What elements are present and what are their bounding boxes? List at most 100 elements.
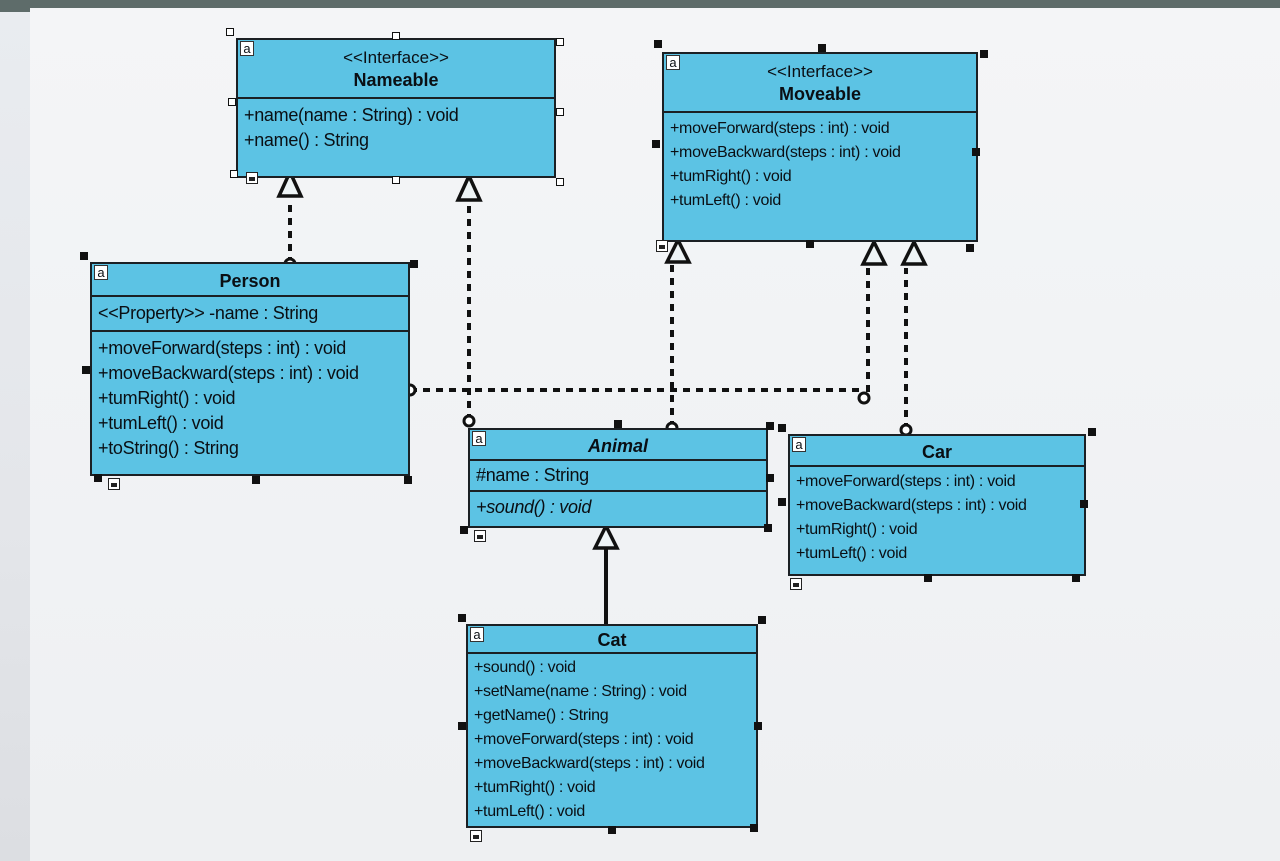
- resize-handle[interactable]: [614, 420, 622, 428]
- class-header: a Animal: [470, 430, 766, 459]
- resize-handle[interactable]: [392, 176, 400, 184]
- resize-handle[interactable]: [924, 574, 932, 582]
- resize-handle[interactable]: [1080, 500, 1088, 508]
- class-name: Person: [219, 271, 281, 291]
- resize-handle[interactable]: [818, 44, 826, 52]
- resize-handle[interactable]: [608, 826, 616, 834]
- operation-row: +moveForward(steps : int) : void: [474, 731, 694, 748]
- note-icon[interactable]: [474, 530, 486, 542]
- resize-handle[interactable]: [764, 524, 772, 532]
- resize-handle[interactable]: [410, 260, 418, 268]
- resize-handle[interactable]: [80, 252, 88, 260]
- operations-section: +name(name : String) : void +name() : St…: [238, 97, 554, 157]
- operation-row: +sound() : void: [474, 659, 576, 676]
- note-icon[interactable]: [108, 478, 120, 490]
- resize-handle[interactable]: [230, 170, 238, 178]
- resize-handle[interactable]: [966, 244, 974, 252]
- resize-handle[interactable]: [778, 424, 786, 432]
- resize-handle[interactable]: [226, 28, 234, 36]
- port-person-moveable: [857, 391, 871, 405]
- class-name: Nameable: [353, 70, 439, 90]
- class-header: a Cat: [468, 626, 756, 652]
- resize-handle[interactable]: [94, 474, 102, 482]
- resize-handle[interactable]: [252, 476, 260, 484]
- resize-handle[interactable]: [972, 148, 980, 156]
- operation-row: +toString() : String: [98, 438, 239, 458]
- class-name: Moveable: [778, 84, 862, 104]
- class-name: Cat: [597, 630, 627, 650]
- resize-handle[interactable]: [766, 474, 774, 482]
- stereotype: <<Interface>>: [343, 48, 449, 67]
- triangle-animal-moveable: [664, 236, 692, 264]
- resize-handle[interactable]: [750, 824, 758, 832]
- resize-handle[interactable]: [458, 722, 466, 730]
- resize-handle[interactable]: [556, 108, 564, 116]
- operations-section: +sound() : void: [470, 490, 766, 524]
- resize-handle[interactable]: [754, 722, 762, 730]
- class-nameable[interactable]: a <<Interface>> Nameable +name(name : St…: [236, 38, 556, 178]
- class-tag: a: [240, 41, 254, 56]
- note-icon[interactable]: [790, 578, 802, 590]
- triangle-animal-nameable: [455, 171, 483, 202]
- operation-row: +getName() : String: [474, 707, 609, 724]
- class-header: a <<Interface>> Moveable: [664, 54, 976, 111]
- attributes-section: <<Property>> -name : String: [92, 295, 408, 330]
- resize-handle[interactable]: [82, 366, 90, 374]
- resize-handle[interactable]: [1072, 574, 1080, 582]
- class-tag: a: [666, 55, 680, 70]
- operation-row: +sound() : void: [476, 497, 592, 517]
- note-icon[interactable]: [470, 830, 482, 842]
- triangle-car-moveable: [900, 238, 928, 266]
- resize-handle[interactable]: [652, 140, 660, 148]
- resize-handle[interactable]: [556, 178, 564, 186]
- resize-handle[interactable]: [458, 614, 466, 622]
- note-icon[interactable]: [656, 240, 668, 252]
- resize-handle[interactable]: [1088, 428, 1096, 436]
- resize-handle[interactable]: [392, 32, 400, 40]
- triangle-cat-animal: [592, 522, 620, 550]
- operation-row: +setName(name : String) : void: [474, 683, 687, 700]
- resize-handle[interactable]: [758, 616, 766, 624]
- operation-row: +moveBackward(steps : int) : void: [670, 144, 901, 161]
- class-tag: a: [792, 437, 806, 452]
- resize-handle[interactable]: [404, 476, 412, 484]
- operation-row: +moveForward(steps : int) : void: [98, 338, 346, 358]
- class-tag: a: [472, 431, 486, 446]
- class-moveable[interactable]: a <<Interface>> Moveable +moveForward(st…: [662, 52, 978, 242]
- class-header: a <<Interface>> Nameable: [238, 40, 554, 97]
- triangle-person-moveable: [860, 238, 888, 266]
- resize-handle[interactable]: [654, 40, 662, 48]
- operation-row: +name() : String: [244, 130, 369, 150]
- attribute-row: <<Property>> -name : String: [98, 303, 319, 323]
- operation-row: +tumRight() : void: [474, 779, 596, 796]
- realization-person-moveable: [410, 268, 870, 398]
- class-animal[interactable]: a Animal #name : String +sound() : void: [468, 428, 768, 528]
- resize-handle[interactable]: [556, 38, 564, 46]
- operation-row: +tumRight() : void: [98, 388, 236, 408]
- resize-handle[interactable]: [766, 422, 774, 430]
- class-person[interactable]: a Person <<Property>> -name : String +mo…: [90, 262, 410, 476]
- stereotype: <<Interface>>: [767, 62, 873, 81]
- operation-row: +name(name : String) : void: [244, 105, 459, 125]
- resize-handle[interactable]: [460, 526, 468, 534]
- resize-handle[interactable]: [806, 240, 814, 248]
- class-name: Car: [921, 442, 952, 462]
- resize-handle[interactable]: [778, 498, 786, 506]
- operation-row: +tumRight() : void: [796, 521, 918, 538]
- operation-row: +tumRight() : void: [670, 168, 792, 185]
- class-tag: a: [470, 627, 484, 642]
- operation-row: +moveBackward(steps : int) : void: [98, 363, 359, 383]
- port-animal-top: [462, 414, 476, 428]
- operation-row: +tumLeft() : void: [98, 413, 224, 433]
- operation-row: +tumLeft() : void: [796, 545, 907, 562]
- resize-handle[interactable]: [228, 98, 236, 106]
- triangle-person-nameable: [276, 167, 304, 198]
- class-tag: a: [94, 265, 108, 280]
- resize-handle[interactable]: [980, 50, 988, 58]
- operation-row: +tumLeft() : void: [474, 803, 585, 820]
- class-cat[interactable]: a Cat +sound() : void +setName(name : St…: [466, 624, 758, 828]
- attribute-row: #name : String: [476, 465, 589, 485]
- note-icon[interactable]: [246, 172, 258, 184]
- class-car[interactable]: a Car +moveForward(steps : int) : void +…: [788, 434, 1086, 576]
- operation-row: +moveForward(steps : int) : void: [670, 120, 890, 137]
